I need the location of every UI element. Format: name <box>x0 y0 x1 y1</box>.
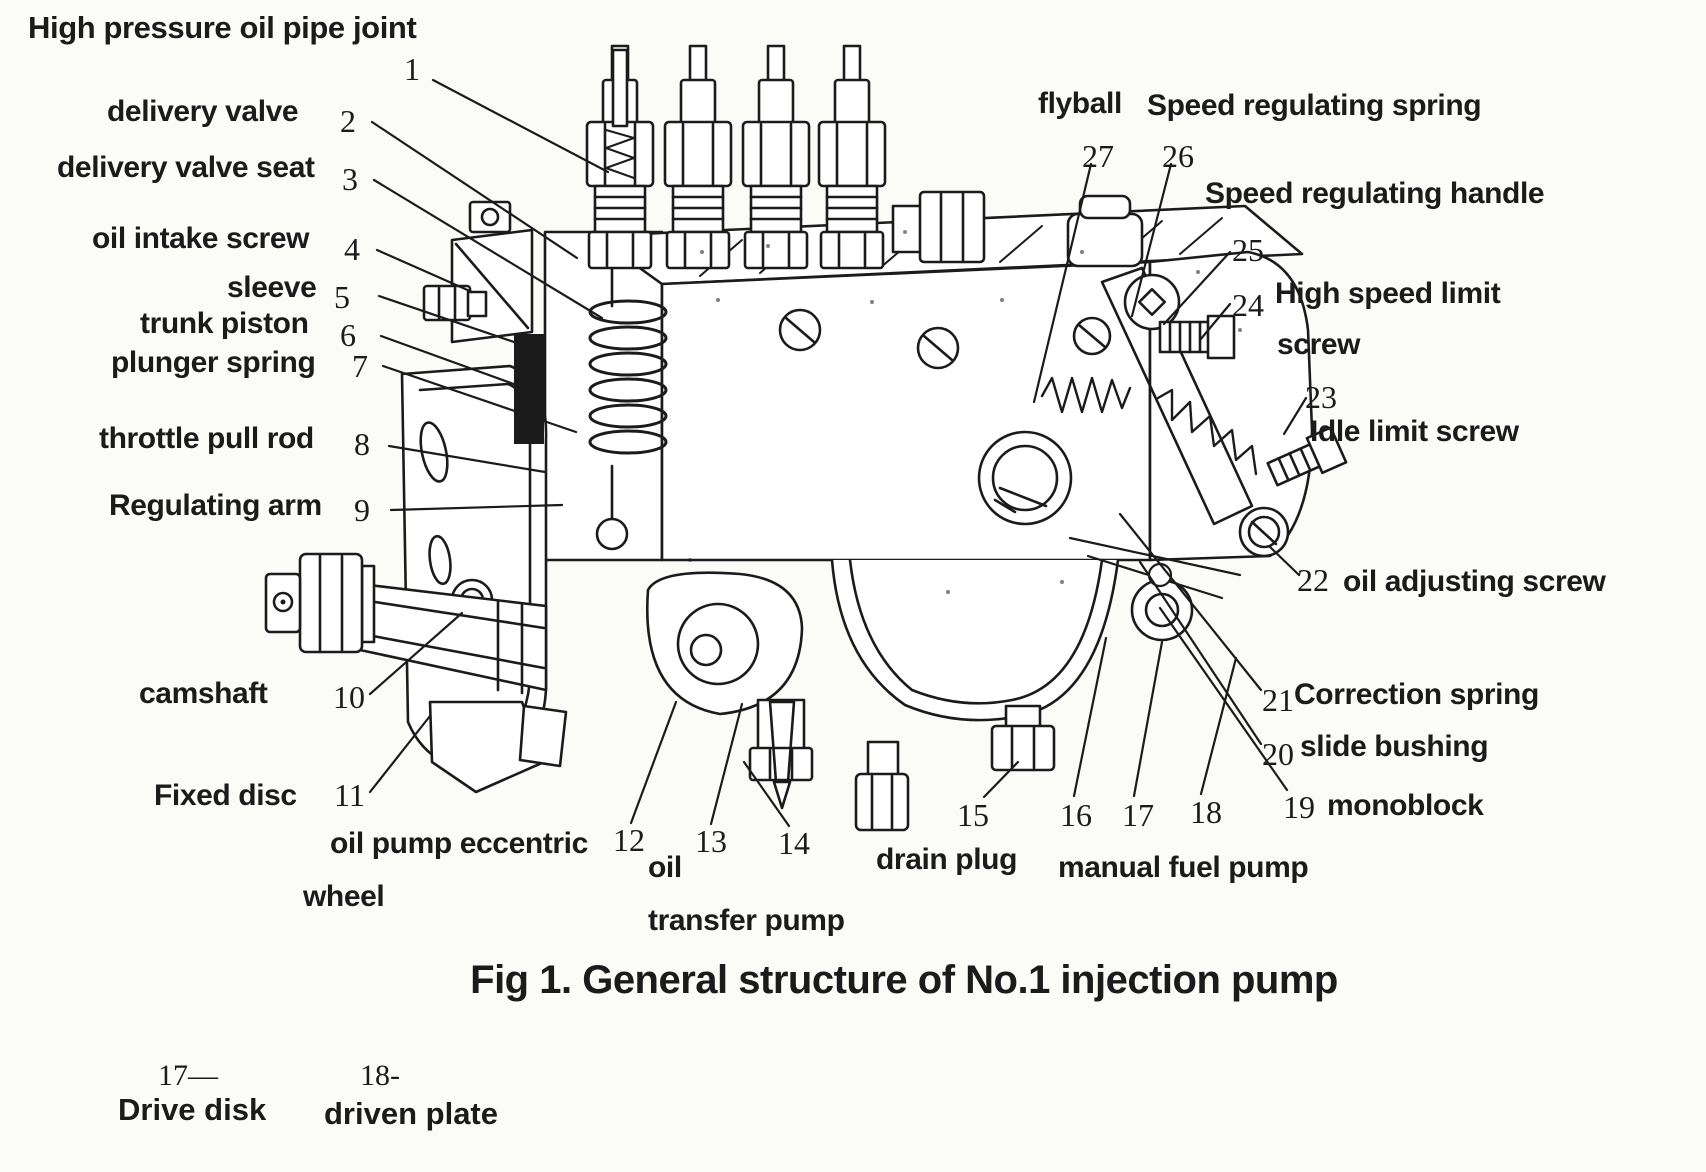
label-correction-spring: Correction spring <box>1294 678 1539 711</box>
callout-number-6: 6 <box>340 317 356 353</box>
callout-number-7: 7 <box>352 348 368 384</box>
footnote-17-label: Drive disk <box>118 1092 267 1127</box>
label-flyball: flyball <box>1038 87 1122 120</box>
callout-number-9: 9 <box>354 492 370 528</box>
label-high-speed-limit-line1: High speed limit <box>1275 277 1501 310</box>
callout-number-19: 19 <box>1283 789 1315 825</box>
label-oil-pump-eccentric-line2: wheel <box>303 880 385 913</box>
callout-number-18: 18 <box>1190 794 1222 830</box>
oil-adjusting-screw-part <box>1238 506 1290 558</box>
label-delivery-valve-seat: delivery valve seat <box>57 151 315 184</box>
sump-bowl <box>830 558 1194 722</box>
label-high-pressure-oil-pipe-joint: High pressure oil pipe joint <box>28 10 417 45</box>
camshaft-part <box>264 552 548 695</box>
callout-number-12: 12 <box>613 822 645 858</box>
speed-regulating-handle-lever <box>1100 266 1254 526</box>
callout-number-8: 8 <box>354 426 370 462</box>
label-idle-limit-screw: Idle limit screw <box>1310 415 1519 448</box>
label-oil-pump-eccentric-line1: oil pump eccentric <box>330 827 588 860</box>
label-sleeve: sleeve <box>227 271 317 304</box>
label-oil-adjusting-screw: oil adjusting screw <box>1343 565 1606 598</box>
leader-lines <box>368 78 1308 828</box>
callout-number-4: 4 <box>344 231 360 267</box>
label-speed-regulating-handle: Speed regulating handle <box>1205 177 1545 210</box>
governor-housing <box>1040 194 1348 562</box>
side-hex-fitting <box>891 190 986 264</box>
figure-caption: Fig 1. General structure of No.1 injecti… <box>470 958 1338 1002</box>
delivery-valve-fittings <box>585 44 887 270</box>
label-plunger-spring: plunger spring <box>111 346 316 379</box>
label-throttle-pull-rod: throttle pull rod <box>99 422 314 455</box>
callout-number-27: 27 <box>1082 138 1114 174</box>
idle-limit-screw-part <box>1266 426 1348 487</box>
callout-number-1: 1 <box>404 51 420 87</box>
callout-number-15: 15 <box>957 797 989 833</box>
callout-number-24: 24 <box>1232 287 1264 323</box>
callout-number-21: 21 <box>1262 682 1294 718</box>
label-drain-plug: drain plug <box>876 843 1017 876</box>
callout-number-16: 16 <box>1060 797 1092 833</box>
footnote-17-number: 17— <box>158 1059 218 1092</box>
callout-number-2: 2 <box>340 103 356 139</box>
shading-specks <box>688 230 1242 594</box>
footnote-18-label: driven plate <box>324 1096 498 1131</box>
label-oil-intake-screw: oil intake screw <box>92 222 310 255</box>
callout-number-23: 23 <box>1305 379 1337 415</box>
oil-intake-screw-part <box>422 200 534 344</box>
callout-number-14: 14 <box>778 825 810 861</box>
callout-number-22: 22 <box>1297 562 1329 598</box>
callout-number-25: 25 <box>1232 232 1264 268</box>
label-oil-transfer-pump-line2: transfer pump <box>648 904 845 937</box>
label-trunk-piston: trunk piston <box>140 307 309 340</box>
callout-number-10: 10 <box>333 679 365 715</box>
callout-number-17: 17 <box>1122 797 1154 833</box>
oil-transfer-pump-part <box>646 571 814 810</box>
drain-plug-part <box>990 704 1056 772</box>
label-speed-regulating-spring: Speed regulating spring <box>1147 89 1482 122</box>
pump-element-cutaway <box>514 194 668 551</box>
bottom-vent-bolt <box>854 740 910 832</box>
callout-number-3: 3 <box>342 161 358 197</box>
callout-number-20: 20 <box>1262 736 1294 772</box>
callout-number-11: 11 <box>334 777 365 813</box>
fixed-disc-foot <box>428 700 568 794</box>
label-oil-transfer-pump-line1: oil <box>648 851 682 884</box>
high-speed-limit-screw-part <box>1158 314 1236 360</box>
label-delivery-valve: delivery valve <box>107 95 299 128</box>
callout-number-13: 13 <box>695 823 727 859</box>
callout-number-26: 26 <box>1162 138 1194 174</box>
label-high-speed-limit-line2: screw <box>1277 328 1361 361</box>
label-manual-fuel-pump: manual fuel pump <box>1058 851 1309 884</box>
speed-regulating-spring-coil <box>1040 376 1258 476</box>
label-camshaft: camshaft <box>139 677 268 710</box>
inspection-ring <box>977 430 1073 526</box>
label-slide-bushing: slide bushing <box>1300 730 1489 763</box>
body-screw <box>778 308 1112 370</box>
label-monoblock: monoblock <box>1327 789 1484 822</box>
footnote-18-number: 18- <box>360 1059 400 1092</box>
callout-number-5: 5 <box>334 279 350 315</box>
label-fixed-disc: Fixed disc <box>154 779 297 812</box>
label-regulating-arm: Regulating arm <box>109 489 322 522</box>
